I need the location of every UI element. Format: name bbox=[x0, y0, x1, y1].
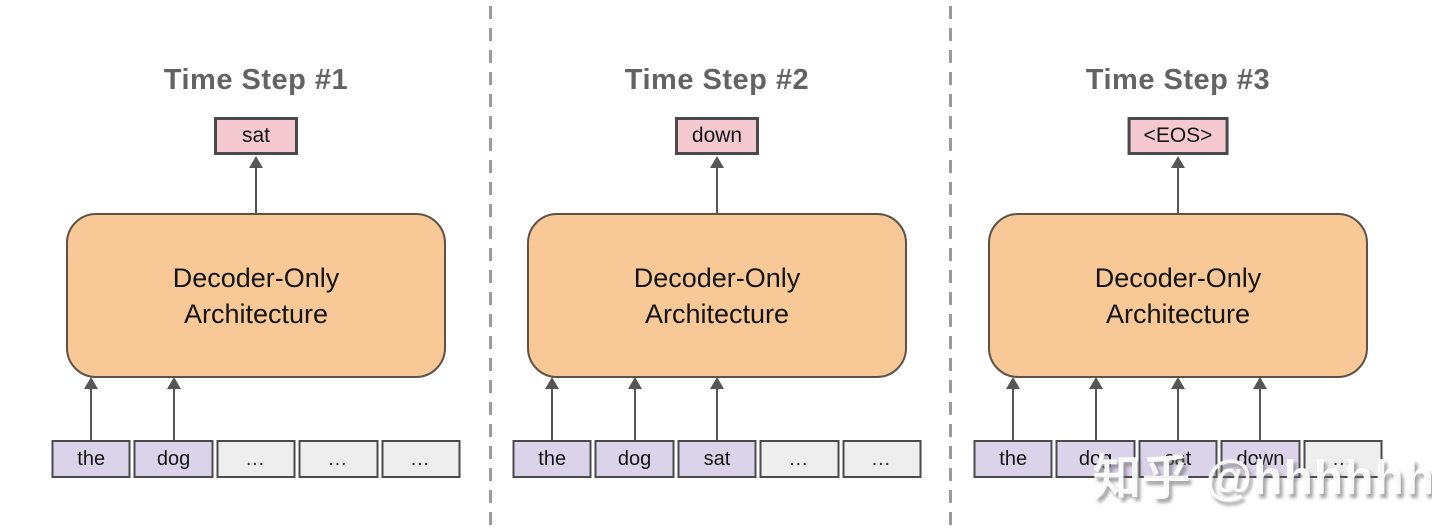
arrow-shaft bbox=[90, 389, 93, 440]
token-cell: sat bbox=[677, 440, 757, 478]
panel-time-step-3: Time Step #3 <EOS> Decoder-Only Architec… bbox=[948, 0, 1408, 532]
arrow-head-icon bbox=[545, 377, 560, 389]
input-arrow bbox=[84, 377, 99, 440]
token-cell: … bbox=[298, 440, 379, 478]
input-arrow bbox=[1171, 377, 1185, 440]
panel-time-step-2: Time Step #2 down Decoder-Only Architect… bbox=[487, 0, 947, 532]
token-cell: down bbox=[1220, 440, 1301, 478]
output-token-box: <EOS> bbox=[1127, 117, 1229, 155]
decoder-block-label: Decoder-Only Architecture bbox=[1094, 262, 1262, 329]
arrow-head-icon bbox=[710, 377, 724, 389]
input-arrow bbox=[710, 377, 724, 440]
input-arrow bbox=[166, 377, 181, 440]
arrow-head-icon bbox=[166, 377, 181, 389]
input-arrow bbox=[1253, 377, 1268, 440]
output-arrow bbox=[1171, 156, 1185, 214]
output-token-label: <EOS> bbox=[1143, 124, 1213, 147]
token-cell: the bbox=[973, 440, 1053, 478]
arrow-shaft bbox=[1177, 389, 1179, 440]
arrow-shaft bbox=[633, 389, 636, 440]
output-token-box: sat bbox=[214, 117, 298, 155]
decoder-block: Decoder-Only Architecture bbox=[988, 213, 1368, 378]
token-cell: dog bbox=[594, 440, 675, 478]
decoder-block-label: Decoder-Only Architecture bbox=[172, 262, 340, 329]
token-cell: … bbox=[842, 440, 922, 478]
token-cell: the bbox=[512, 440, 592, 478]
arrow-shaft bbox=[551, 389, 554, 440]
arrow-shaft bbox=[1177, 168, 1179, 214]
decoder-block-label: Decoder-Only Architecture bbox=[633, 262, 801, 329]
token-cell: … bbox=[1303, 440, 1383, 478]
arrow-head-icon bbox=[710, 156, 724, 168]
arrow-head-icon bbox=[1088, 377, 1103, 389]
output-arrow bbox=[710, 156, 724, 214]
panel-title: Time Step #3 bbox=[1085, 64, 1271, 97]
arrow-shaft bbox=[1012, 389, 1015, 440]
arrow-head-icon bbox=[84, 377, 99, 389]
arrow-head-icon bbox=[1006, 377, 1021, 389]
arrow-shaft bbox=[1094, 389, 1097, 440]
token-cell: sat bbox=[1138, 440, 1218, 478]
output-arrow bbox=[249, 156, 263, 214]
dashed-divider bbox=[489, 6, 492, 526]
arrow-shaft bbox=[1259, 389, 1262, 440]
output-token-label: sat bbox=[241, 124, 270, 147]
arrow-shaft bbox=[172, 389, 175, 440]
token-cell: … bbox=[216, 440, 296, 478]
output-token-label: down bbox=[691, 124, 743, 147]
arrow-shaft bbox=[255, 168, 257, 214]
dashed-divider bbox=[949, 6, 952, 526]
arrow-shaft bbox=[716, 168, 718, 214]
input-arrow bbox=[1006, 377, 1021, 440]
arrow-head-icon bbox=[1171, 156, 1185, 168]
arrow-shaft bbox=[716, 389, 718, 440]
output-token-box: down bbox=[675, 117, 759, 155]
arrow-head-icon bbox=[249, 156, 263, 168]
arrow-head-icon bbox=[1171, 377, 1185, 389]
token-cell: … bbox=[381, 440, 461, 478]
token-cell: … bbox=[759, 440, 840, 478]
watermark: 知乎 @hhhhhhh bbox=[1093, 452, 1432, 505]
arrow-head-icon bbox=[1253, 377, 1268, 389]
token-cell: the bbox=[51, 440, 131, 478]
panel-time-step-1: Time Step #1 sat Decoder-Only Architectu… bbox=[26, 0, 486, 532]
input-arrow bbox=[627, 377, 642, 440]
decoder-block: Decoder-Only Architecture bbox=[66, 213, 446, 378]
arrow-head-icon bbox=[627, 377, 642, 389]
input-arrow bbox=[545, 377, 560, 440]
token-cell: dog bbox=[133, 440, 214, 478]
input-arrow bbox=[1088, 377, 1103, 440]
token-cell: dog bbox=[1055, 440, 1136, 478]
panel-title: Time Step #2 bbox=[624, 64, 810, 97]
panel-title: Time Step #1 bbox=[163, 64, 349, 97]
decoder-block: Decoder-Only Architecture bbox=[527, 213, 907, 378]
